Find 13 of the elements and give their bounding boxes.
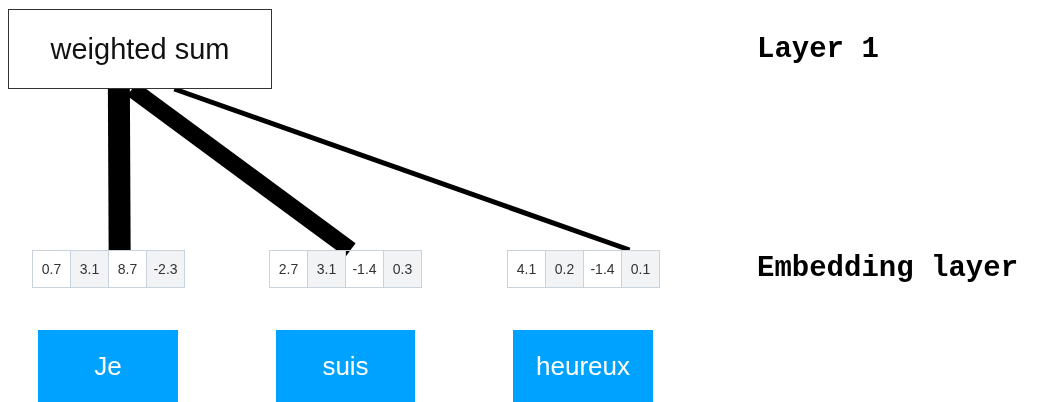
vector-value-cell: -2.3 — [146, 250, 185, 288]
weight-line — [107, 88, 131, 251]
weighted-sum-box: weighted sum — [8, 9, 272, 89]
word-box: suis — [276, 330, 415, 402]
word-box: heureux — [513, 330, 653, 402]
layer-label: Embedding layer — [757, 252, 1019, 285]
vector-value-cell: 0.2 — [545, 250, 584, 288]
vector-value-cell: 3.1 — [307, 250, 346, 288]
vector-value-cell: 0.3 — [383, 250, 422, 288]
word-box: Je — [38, 330, 178, 402]
layer-label: Layer 1 — [757, 33, 879, 66]
vector-value-cell: 3.1 — [70, 250, 109, 288]
vector-value-cell: 0.1 — [621, 250, 660, 288]
